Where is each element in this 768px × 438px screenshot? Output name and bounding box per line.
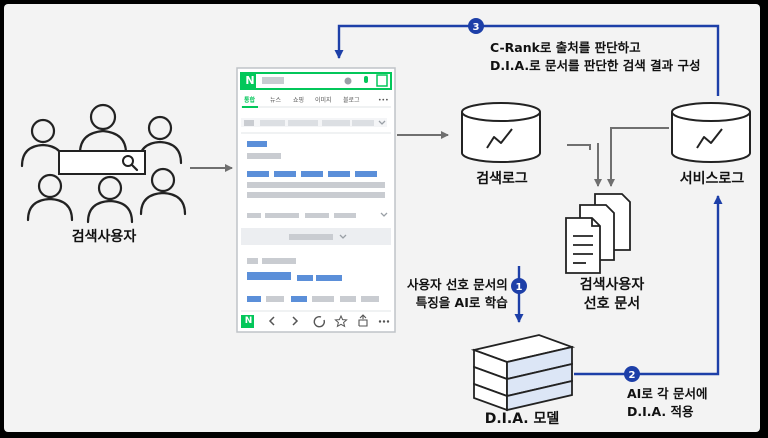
lens-icon xyxy=(376,74,388,87)
service-log-db-icon xyxy=(671,102,751,163)
step1-text: 사용자 선호 문서의 특징을 AI로 학습 xyxy=(407,276,508,312)
preferred-docs-line-1: 검색사용자 xyxy=(579,277,645,293)
step1-line-1: 사용자 선호 문서의 xyxy=(407,277,508,292)
step1-badge xyxy=(511,278,527,294)
tab-integrated[interactable]: 통합 xyxy=(244,96,256,104)
step3-text: C-Rank로 출처를 판단하고 D.I.A.로 문서를 판단한 검색 결과 구… xyxy=(490,39,700,75)
tab-blog[interactable]: 블로그 xyxy=(343,97,360,104)
tab-more[interactable]: ••• xyxy=(378,97,389,104)
clear-icon xyxy=(344,77,352,85)
service-log-label: 서비스로그 xyxy=(679,171,745,187)
bookmark-icon xyxy=(334,314,348,328)
step1-number: 1 xyxy=(516,282,523,293)
step2-text: AI로 각 문서에 D.I.A. 적용 xyxy=(627,385,708,421)
search-users-label: 검색사용자 xyxy=(71,229,137,245)
search-log-label: 검색로그 xyxy=(476,171,528,187)
logs-to-docs-arrows xyxy=(567,127,669,187)
step2-line-2: D.I.A. 적용 xyxy=(627,404,694,419)
naver-logo-icon xyxy=(241,73,256,89)
refresh-icon xyxy=(313,316,325,328)
step3-badge xyxy=(468,18,484,34)
step2-arrow xyxy=(574,195,723,376)
search-bar-icon xyxy=(58,150,146,175)
step3-number: 3 xyxy=(473,22,480,33)
naver-home-letter[interactable]: N xyxy=(244,316,253,326)
dia-model-server-icon xyxy=(470,334,576,412)
step3-line-2: D.I.A.로 문서를 판단한 검색 결과 구성 xyxy=(490,58,701,73)
step1-line-2: 특징을 AI로 학습 xyxy=(415,295,508,310)
step2-number: 2 xyxy=(629,370,636,381)
preferred-docs-label: 검색사용자 선호 문서 xyxy=(580,276,644,314)
back-icon xyxy=(268,316,275,326)
tab-images[interactable]: 이미지 xyxy=(315,96,332,104)
naver-logo-letter: N xyxy=(245,74,255,87)
phone-tabs: 통합 뉴스 쇼핑 이미지 블로그 ••• xyxy=(244,96,389,104)
step3-line-1: C-Rank로 출처를 판단하고 xyxy=(490,40,641,55)
share-icon xyxy=(358,314,368,327)
search-log-db-icon xyxy=(461,102,541,163)
preferred-docs-line-2: 선호 문서 xyxy=(583,296,641,312)
tab-shopping[interactable]: 쇼핑 xyxy=(293,96,304,104)
dia-model-label: D.I.A. 모델 xyxy=(484,411,560,427)
search-results-phone xyxy=(236,67,396,333)
tab-news[interactable]: 뉴스 xyxy=(270,97,282,104)
mic-icon xyxy=(364,76,368,83)
step3-arrow xyxy=(334,24,720,96)
step2-line-1: AI로 각 문서에 xyxy=(627,386,708,401)
preferred-docs-icon xyxy=(565,193,631,274)
step2-badge xyxy=(624,366,640,382)
forward-icon xyxy=(292,316,299,326)
